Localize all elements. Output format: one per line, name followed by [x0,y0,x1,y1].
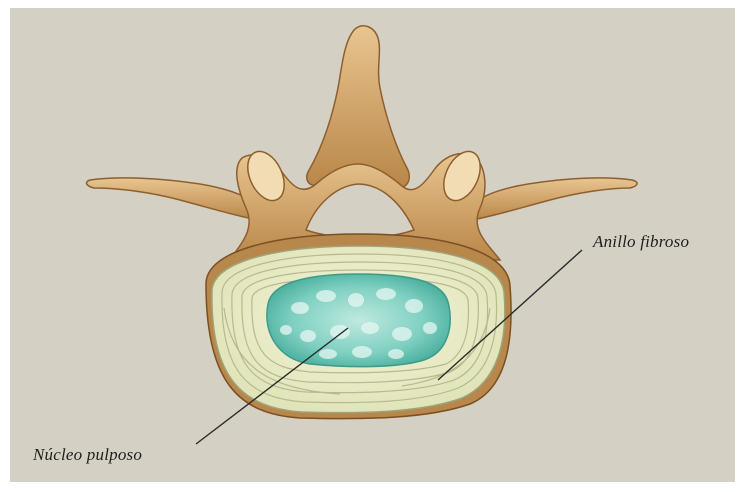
spinous-process [307,26,410,187]
anillo-fibroso-label: Anillo fibroso [593,232,689,252]
illustration-frame: Anillo fibroso Núcleo pulposo [10,8,735,482]
nucleus-pulposus [267,274,450,367]
right-transverse-process [472,178,637,220]
nucleo-pulposo-label: Núcleo pulposo [33,445,142,465]
left-transverse-process [87,178,258,220]
